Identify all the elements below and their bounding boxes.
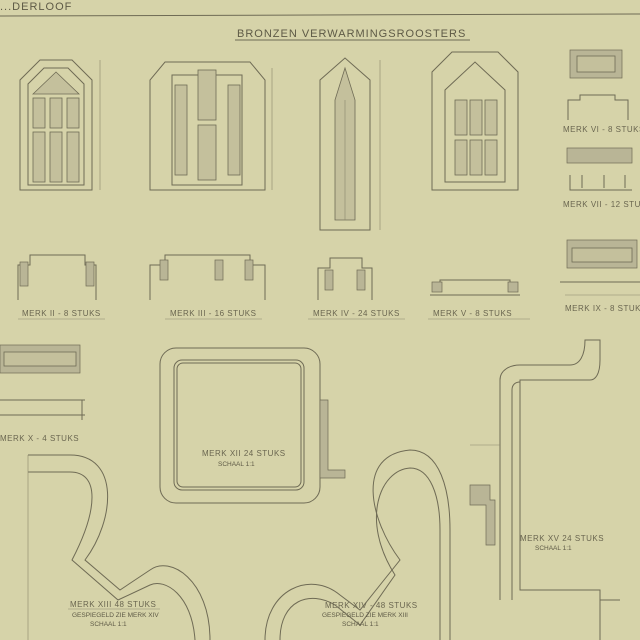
grille-merk-iii-section	[149, 254, 266, 300]
label-merk-xii: MERK XII 24 STUKS	[202, 449, 286, 458]
border-line	[0, 13, 640, 17]
label-merk-iii: MERK III - 16 STUKS	[170, 309, 256, 318]
grille-merk-xii	[159, 347, 346, 504]
grille-merk-iii-elevation	[149, 61, 273, 191]
label-merk-xiv: MERK XIV - 48 STUKS	[325, 601, 418, 610]
grille-merk-xiv	[264, 449, 451, 640]
scale-merk-xv: SCHAAL 1:1	[535, 545, 572, 552]
grille-merk-v-section	[430, 279, 520, 296]
grille-merk-xv	[469, 339, 620, 640]
label-merk-ii: MERK II - 8 STUKS	[22, 309, 101, 318]
grille-merk-ii-elevation	[19, 59, 101, 191]
grille-merk-ix	[560, 239, 640, 296]
scale-merk-xiii: SCHAAL 1:1	[90, 621, 127, 628]
grille-merk-iv-section	[317, 257, 373, 300]
note-merk-xiv: GESPIEGELD ZIE MERK XIII	[322, 612, 408, 619]
label-merk-xv: MERK XV 24 STUKS	[520, 534, 604, 543]
grille-merk-x	[0, 344, 85, 420]
scale-merk-xii: SCHAAL 1:1	[218, 461, 255, 468]
grille-merk-v-elevation	[431, 51, 519, 191]
grille-merk-xiii	[27, 454, 211, 640]
label-merk-ix: MERK IX - 8 STUKS	[565, 304, 640, 313]
scale-merk-xiv: SCHAAL 1:1	[342, 621, 379, 628]
note-merk-xiii: GESPIEGELD ZIE MERK XIV	[72, 612, 159, 619]
label-merk-vi: MERK VI - 8 STUKS	[563, 125, 640, 134]
label-merk-v: MERK V - 8 STUKS	[433, 309, 512, 318]
grille-merk-iv-elevation	[319, 57, 381, 231]
label-merk-iv: MERK IV - 24 STUKS	[313, 309, 400, 318]
label-merk-x: MERK X - 4 STUKS	[0, 434, 79, 443]
sheet-title: BRONZEN VERWARMINGSROOSTERS	[237, 28, 466, 40]
grille-merk-vii	[566, 147, 633, 191]
label-merk-vii: MERK VII - 12 STUKS	[563, 200, 640, 209]
grille-merk-ii-section	[17, 254, 97, 300]
label-merk-xiii: MERK XIII 48 STUKS	[70, 600, 156, 609]
corner-text: ...DERLOOF	[0, 1, 72, 13]
grille-merk-vi	[567, 49, 629, 120]
